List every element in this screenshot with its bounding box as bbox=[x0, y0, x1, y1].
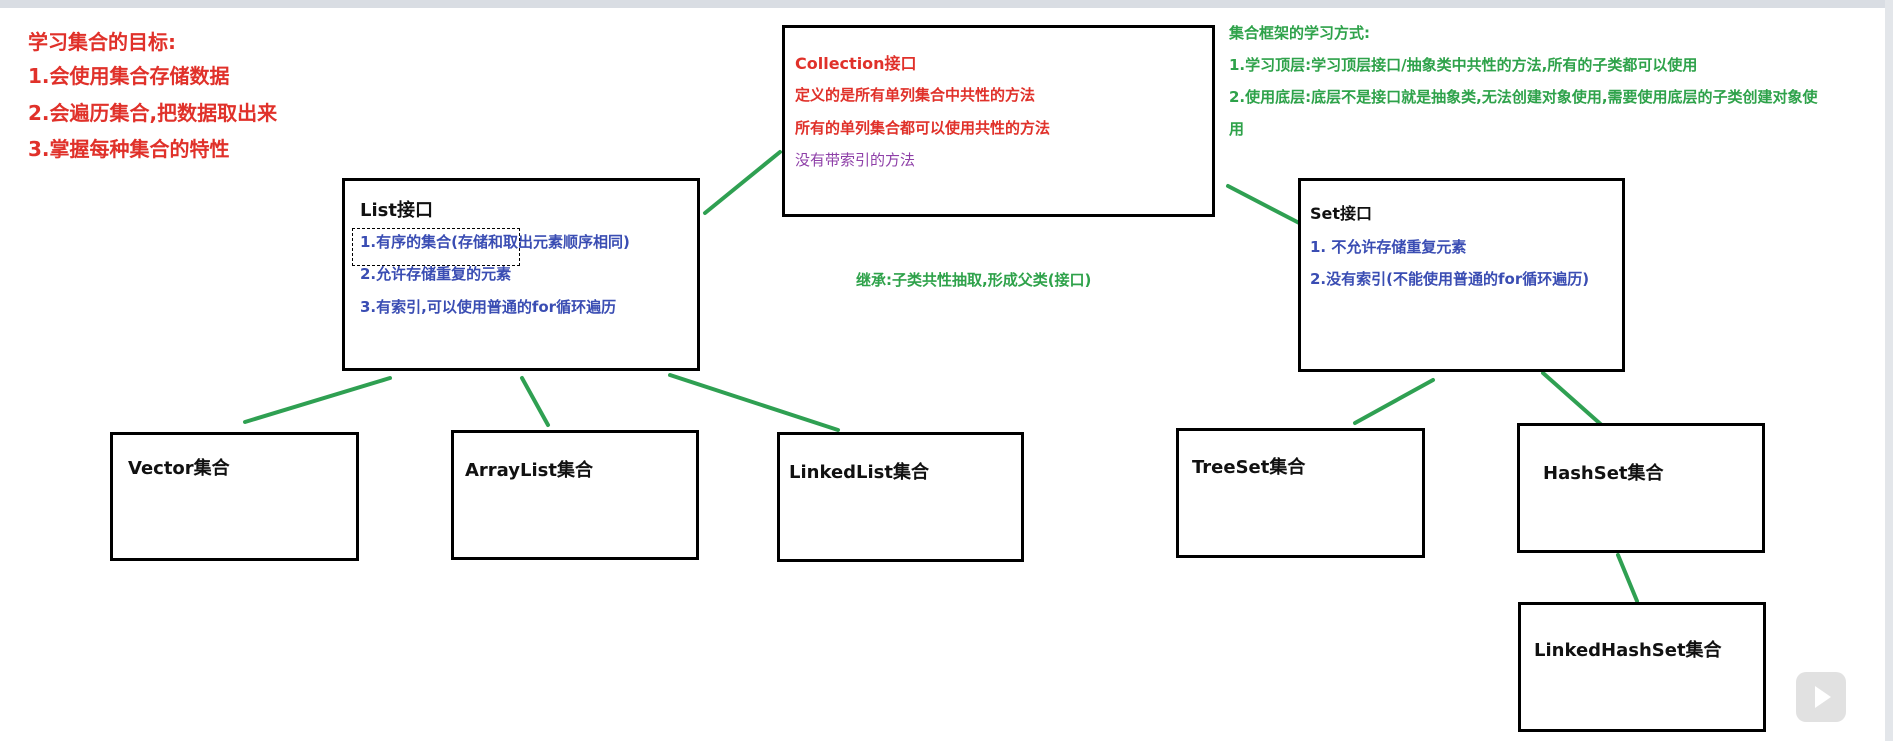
connector-collection-list bbox=[703, 150, 782, 215]
vector-class-label: Vector集合 bbox=[128, 458, 230, 479]
framework-title: 集合框架的学习方式: bbox=[1229, 24, 1370, 42]
framework-line-1: 1.学习顶层:学习顶层接口/抽象类中共性的方法,所有的子类都可以使用 bbox=[1229, 56, 1698, 74]
set-item-2: 2.没有索引(不能使用普通的for循环遍历) bbox=[1310, 270, 1590, 288]
arraylist-class-box bbox=[451, 430, 699, 560]
goal-item-1: 1.会使用集合存储数据 bbox=[28, 64, 230, 88]
goal-item-3: 3.掌握每种集合的特性 bbox=[28, 137, 230, 161]
collection-interface-box bbox=[782, 25, 1215, 217]
collection-title: Collection接口 bbox=[795, 54, 917, 73]
connector-list-arraylist bbox=[520, 376, 550, 427]
linkedlist-class-box bbox=[777, 432, 1024, 562]
collection-line-2: 所有的单列集合都可以使用共性的方法 bbox=[795, 119, 1051, 137]
arraylist-class-label: ArrayList集合 bbox=[465, 460, 593, 481]
connector-list-vector bbox=[243, 376, 392, 424]
collection-line-3: 没有带索引的方法 bbox=[795, 151, 916, 169]
top-border bbox=[0, 0, 1893, 8]
inheritance-note: 继承:子类共性抽取,形成父类(接口) bbox=[856, 271, 1092, 289]
connector-hashset-linkedhashset bbox=[1616, 553, 1639, 603]
treeset-class-box bbox=[1176, 428, 1425, 558]
vector-class-box bbox=[110, 432, 359, 561]
set-title: Set接口 bbox=[1310, 204, 1373, 223]
treeset-class-label: TreeSet集合 bbox=[1192, 457, 1306, 478]
framework-line-2-cont: 用 bbox=[1229, 120, 1245, 138]
framework-line-2: 2.使用底层:底层不是接口就是抽象类,无法创建对象使用,需要使用底层的子类创建对… bbox=[1229, 88, 1818, 106]
list-item-3: 3.有索引,可以使用普通的for循环遍历 bbox=[360, 298, 617, 316]
list-interface-box bbox=[342, 178, 700, 371]
list-title: List接口 bbox=[360, 200, 433, 221]
set-item-1: 1. 不允许存储重复元素 bbox=[1310, 238, 1467, 256]
connector-set-treeset bbox=[1353, 378, 1435, 425]
right-scroll-area bbox=[1885, 0, 1893, 741]
linkedhashset-class-box bbox=[1518, 602, 1766, 732]
goals-title: 学习集合的目标: bbox=[28, 30, 176, 54]
set-interface-box bbox=[1298, 178, 1625, 372]
list-item-1: 1.有序的集合(存储和取出元素顺序相同) bbox=[360, 233, 630, 251]
linkedlist-class-label: LinkedList集合 bbox=[789, 462, 929, 483]
list-item-2: 2.允许存储重复的元素 bbox=[360, 265, 512, 283]
linkedhashset-class-label: LinkedHashSet集合 bbox=[1534, 640, 1722, 661]
goal-item-2: 2.会遍历集合,把数据取出来 bbox=[28, 101, 278, 125]
collection-line-1: 定义的是所有单列集合中共性的方法 bbox=[795, 86, 1036, 104]
connector-list-linkedlist bbox=[668, 373, 840, 432]
connector-collection-set bbox=[1226, 184, 1307, 228]
hashset-class-box bbox=[1517, 423, 1765, 553]
selection-marquee bbox=[352, 228, 520, 266]
hashset-class-label: HashSet集合 bbox=[1543, 463, 1664, 484]
play-icon[interactable] bbox=[1796, 672, 1846, 722]
